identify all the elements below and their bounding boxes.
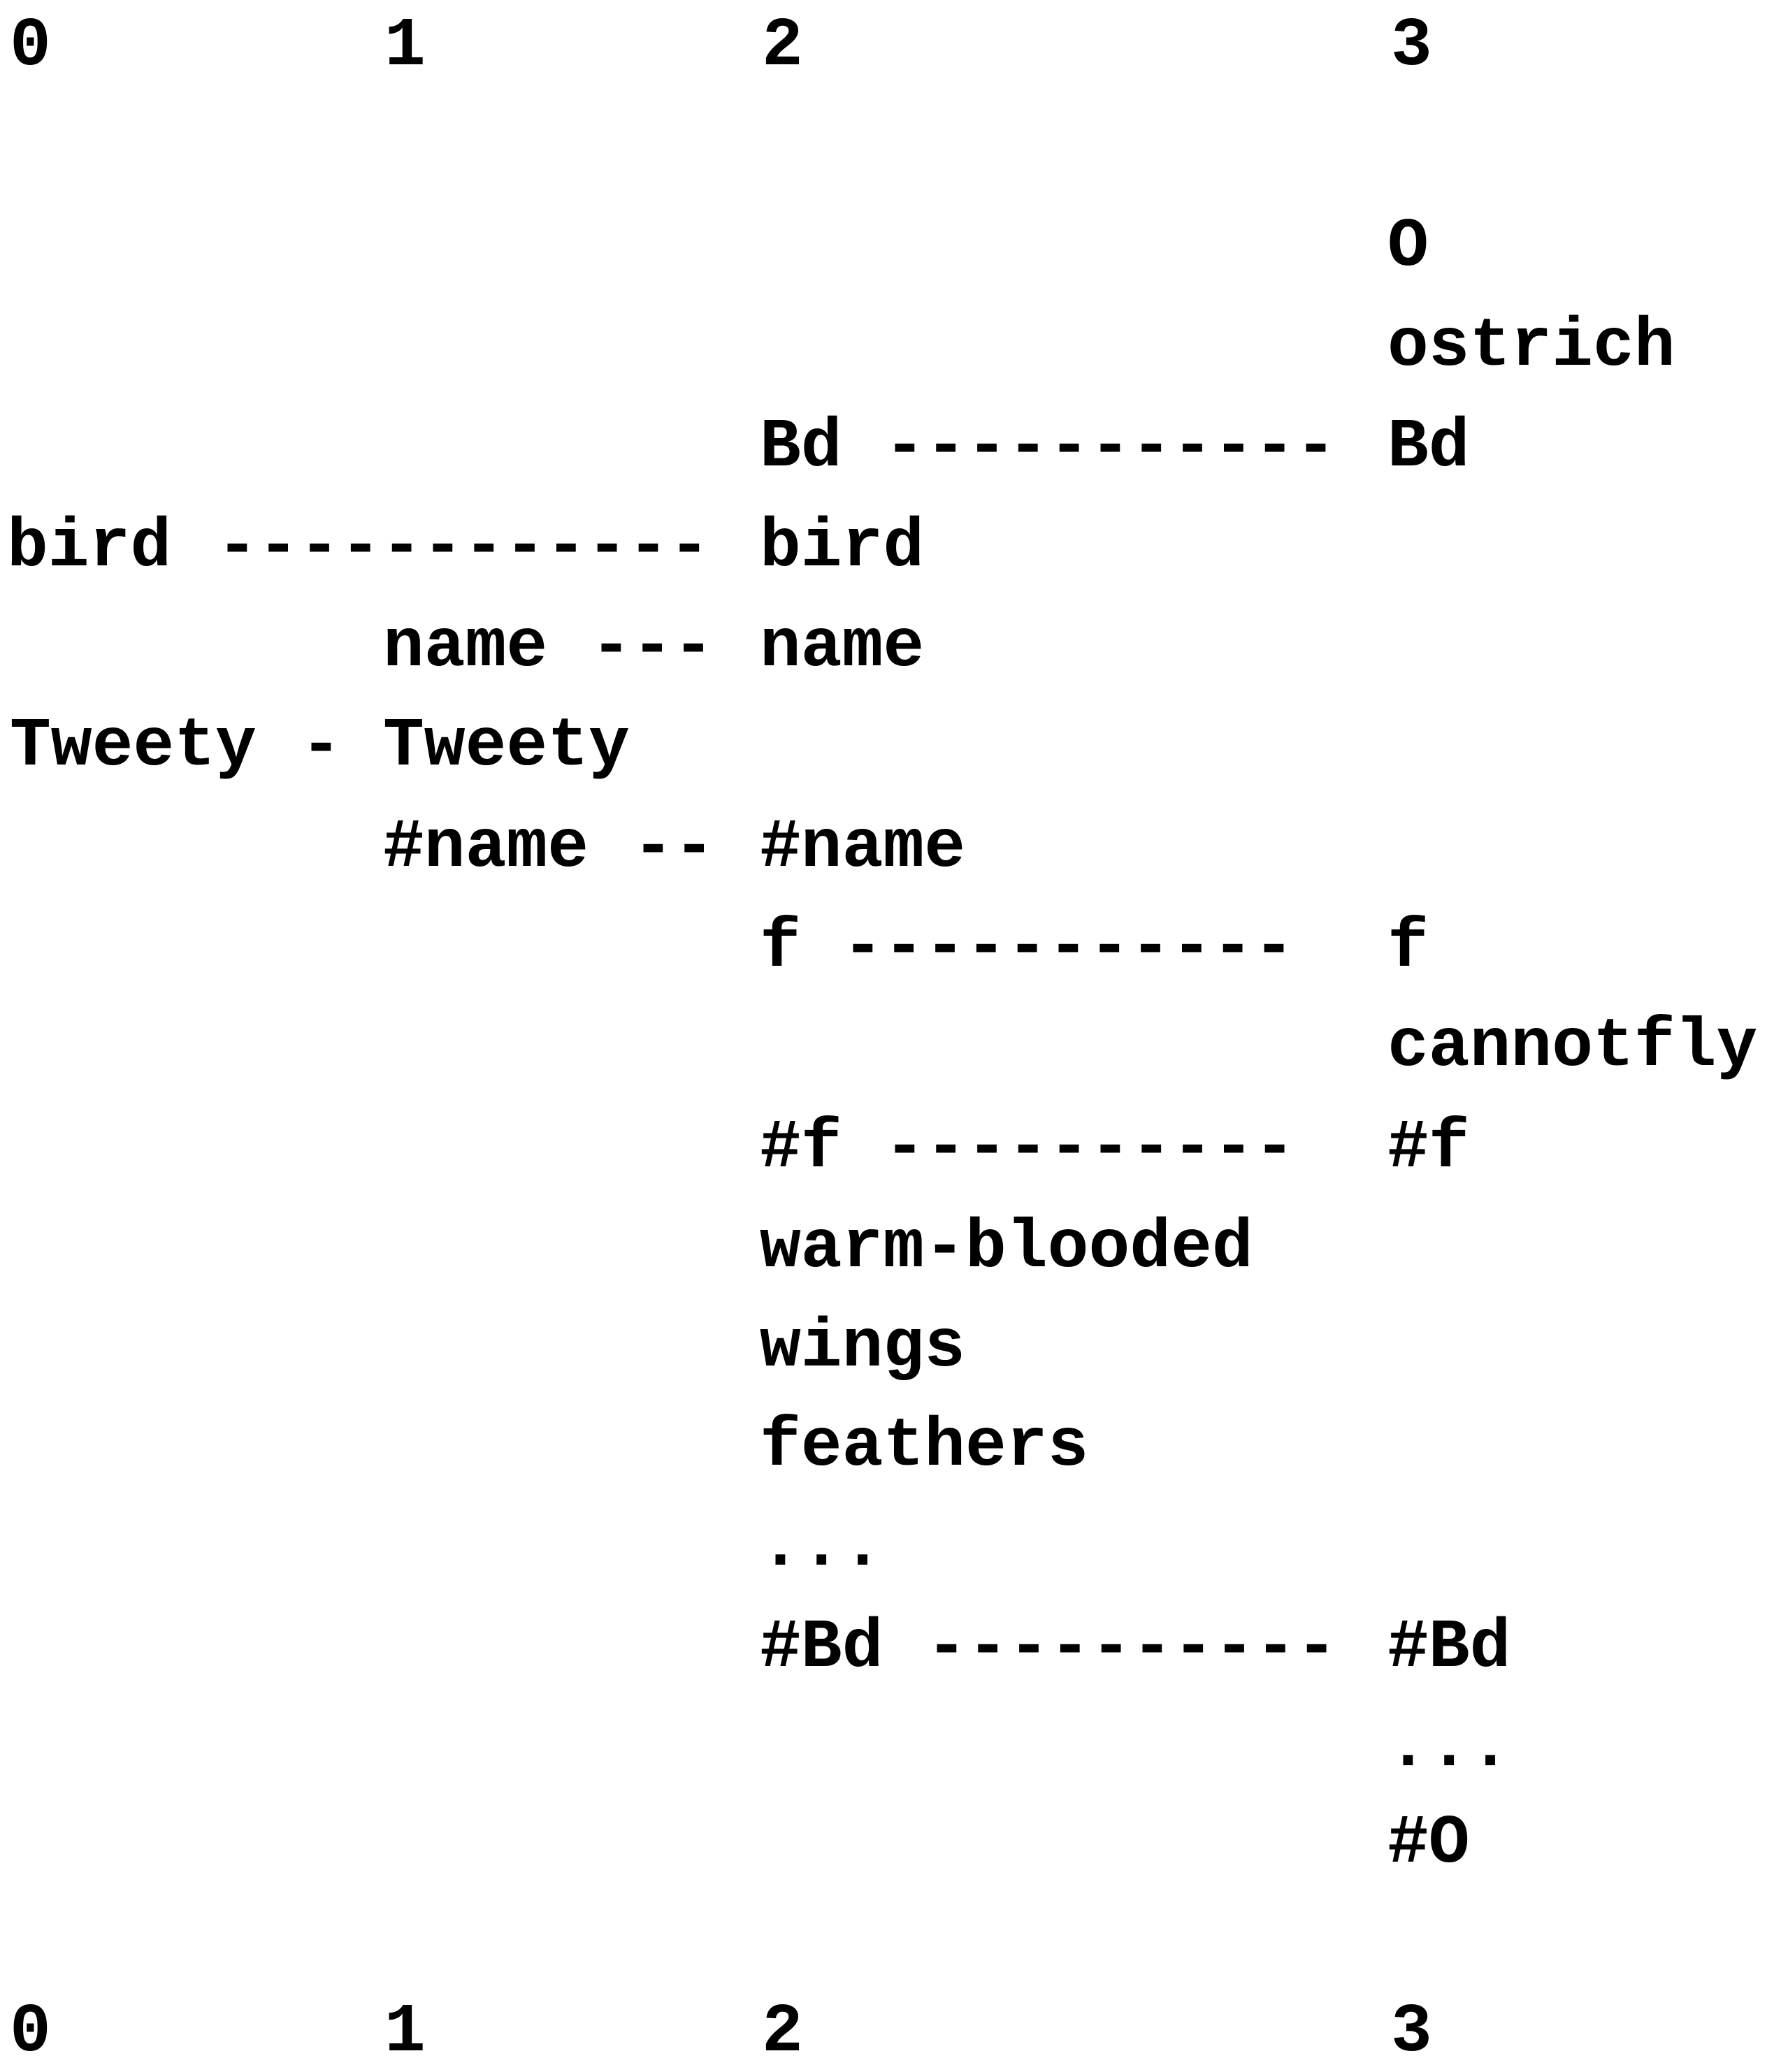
node-tweety-right: Tweety [383,708,630,785]
link-hash-f: ---------- [884,1110,1296,1187]
column-label-bottom-1: 1 [384,1994,426,2071]
node-f-right: f [1387,909,1429,987]
link-bd: ----------- [884,409,1336,486]
column-label-top-0: 0 [10,8,51,85]
link-tweety: - [301,708,342,785]
node-name-right: name [760,609,925,686]
node-hash-name-left: #name [383,809,589,887]
node-hash-bd-right: #Bd [1387,1609,1511,1687]
node-bd-left: Bd [760,409,842,486]
node-wings: wings [760,1309,966,1386]
column-label-bottom-2: 2 [762,1994,803,2071]
node-hash-bd-left: #Bd [760,1609,884,1687]
node-bird-left: bird [7,509,172,586]
column-label-bottom-3: 3 [1391,1994,1432,2071]
link-f: ----------- [842,909,1294,987]
node-hash-f-right: #f [1387,1110,1470,1187]
node-feathers: feathers [760,1408,1089,1486]
node-tweety-left: Tweety [10,708,257,785]
node-hash-o: #O [1387,1805,1470,1883]
node-hash-name-right: #name [760,809,966,887]
link-bird: ------------ [217,509,710,586]
node-cannotfly: cannotfly [1387,1008,1758,1086]
node-ostrich: ostrich [1387,308,1675,386]
node-o: O [1387,208,1429,286]
node-name-left: name [383,609,548,686]
column-label-top-2: 2 [762,8,803,85]
node-f-left: f [760,909,801,987]
node-bird-right: bird [760,509,925,586]
column-label-top-3: 3 [1391,8,1432,85]
ellipsis-column-2: ... [760,1508,884,1586]
node-hash-f-left: #f [760,1110,842,1187]
link-hash-bd: ---------- [926,1609,1338,1687]
ellipsis-column-3: ... [1387,1709,1511,1786]
link-name: --- [591,609,714,686]
link-hash-name: -- [633,809,715,887]
node-warm-blooded: warm-blooded [760,1210,1253,1287]
node-bd-right: Bd [1387,409,1470,486]
column-label-top-1: 1 [384,8,426,85]
column-label-bottom-0: 0 [10,1994,51,2071]
